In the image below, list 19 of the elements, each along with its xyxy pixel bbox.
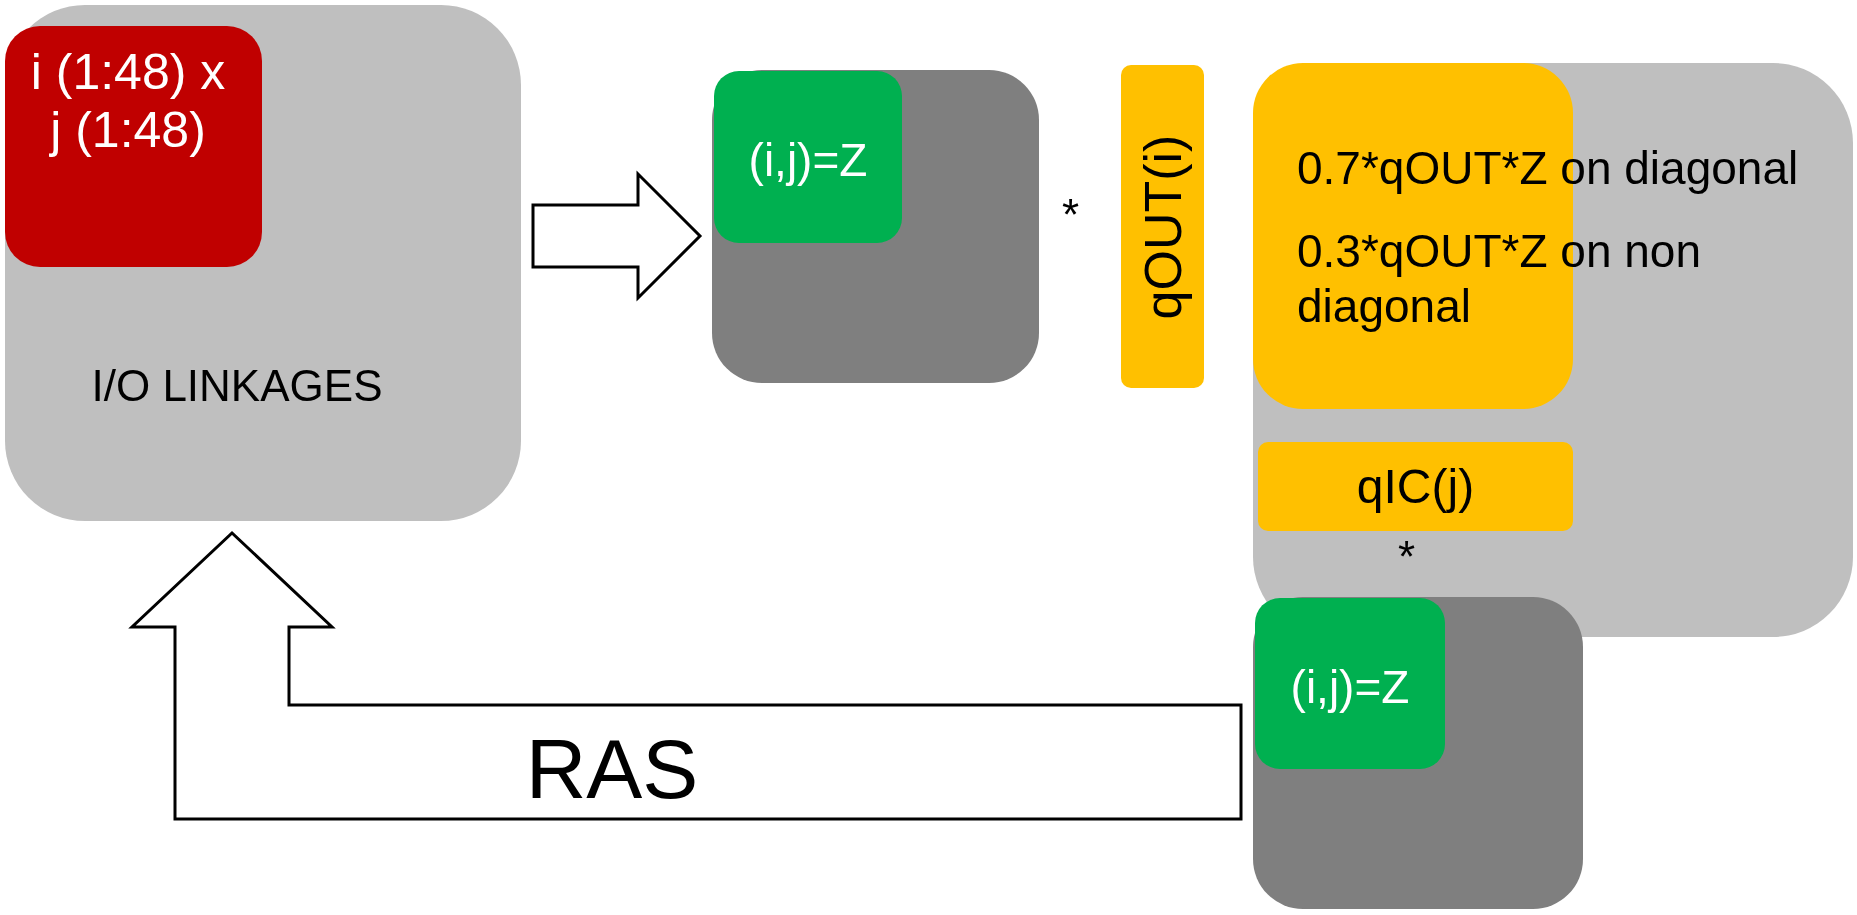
matrix-cell xyxy=(1255,598,1445,769)
matrix-box xyxy=(712,70,1039,383)
block-arrow xyxy=(531,170,703,302)
node-label: qIC(j) xyxy=(1355,459,1476,515)
matrix-box xyxy=(1253,597,1583,909)
block-arrow xyxy=(128,530,1243,821)
node-label: qOUT(i) xyxy=(1132,134,1193,319)
node-label: (i,j)=Z xyxy=(747,133,869,188)
vector-bar xyxy=(1258,442,1573,531)
operator-label: * xyxy=(1398,532,1416,582)
index-box xyxy=(5,26,262,267)
matrix-cell xyxy=(714,71,902,243)
node-label: (i,j)=Z xyxy=(1289,660,1411,715)
vector-bar xyxy=(1121,65,1204,388)
node-label: i (1:48) x j (1:48) xyxy=(29,44,227,159)
operator-label: * xyxy=(1062,190,1080,240)
node-label: I/O LINKAGES xyxy=(90,360,384,412)
panel xyxy=(5,5,521,521)
panel xyxy=(1253,63,1853,637)
